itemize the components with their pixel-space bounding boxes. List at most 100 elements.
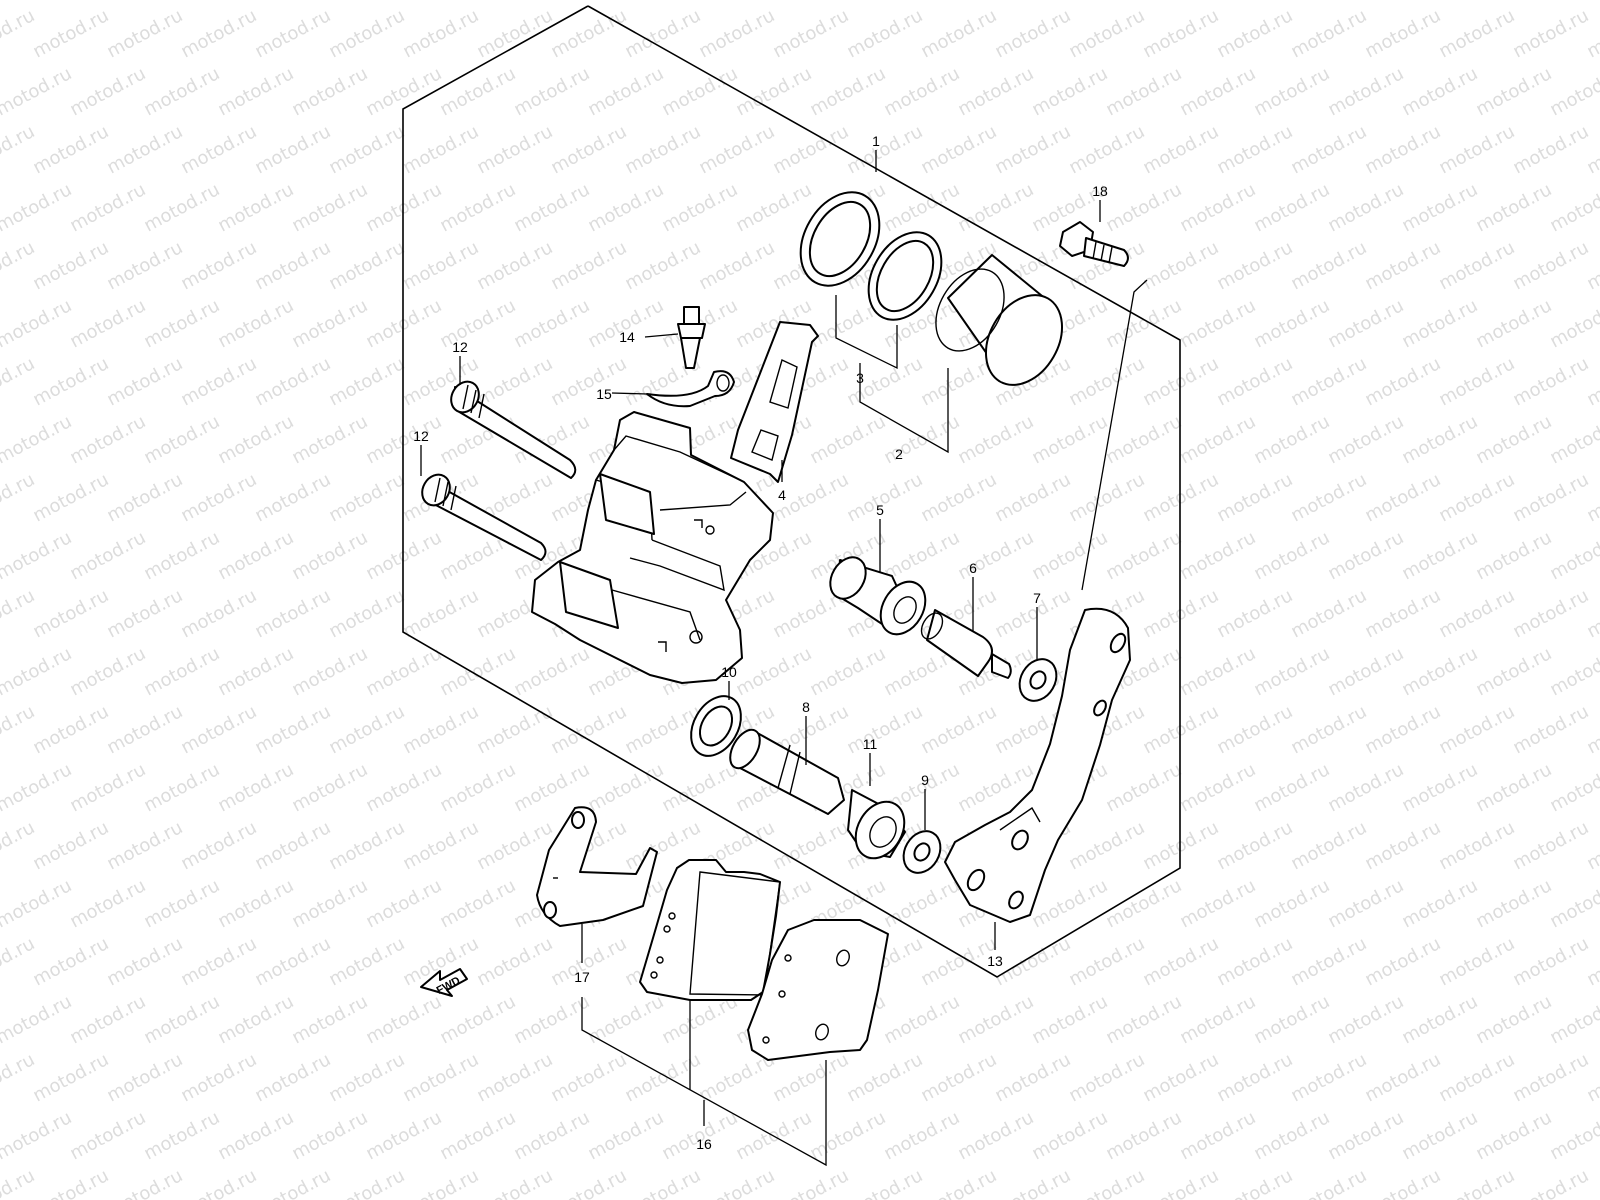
watermark-text: motod.ru (177, 353, 260, 410)
watermark-text: motod.ru (103, 353, 186, 410)
brake-pad-16-front (639, 859, 781, 1001)
watermark-text: motod.ru (1472, 179, 1555, 236)
watermark-text: motod.ru (1213, 121, 1296, 178)
watermark-text: motod.ru (1435, 817, 1518, 874)
watermark-text: motod.ru (1509, 353, 1592, 410)
watermark-text: motod.ru (917, 469, 1000, 526)
watermark-text: motod.ru (621, 1165, 704, 1200)
pad-shim-17 (536, 806, 658, 927)
watermark-text: motod.ru (1435, 933, 1518, 990)
watermark-text: motod.ru (0, 817, 38, 874)
watermark-text: motod.ru (1361, 585, 1444, 642)
watermark-text: motod.ru (1287, 121, 1370, 178)
washer-9 (902, 830, 942, 874)
watermark-text: motod.ru (510, 295, 593, 352)
watermark-text: motod.ru (177, 469, 260, 526)
watermark-text: motod.ru (1287, 1049, 1370, 1106)
watermark-text: motod.ru (325, 353, 408, 410)
boot-11 (847, 789, 906, 860)
watermark-text: motod.ru (1250, 991, 1333, 1048)
watermark-text: motod.ru (1250, 875, 1333, 932)
watermark-text: motod.ru (1546, 0, 1600, 4)
watermark-text: motod.ru (547, 1049, 630, 1106)
watermark-text: motod.ru (547, 237, 630, 294)
watermark-text: motod.ru (1176, 179, 1259, 236)
watermark-text: motod.ru (362, 1107, 445, 1164)
watermark-text: motod.ru (547, 701, 630, 758)
watermark-text: motod.ru (1324, 875, 1407, 932)
callout-1: 1 (872, 133, 880, 149)
watermark-text: motod.ru (732, 643, 815, 700)
watermark-text: motod.ru (29, 933, 112, 990)
watermark-text: motod.ru (769, 1165, 852, 1200)
watermark-text: motod.ru (140, 411, 223, 468)
watermark-text: motod.ru (1287, 5, 1370, 62)
watermark-text: motod.ru (1028, 991, 1111, 1048)
watermark-text: motod.ru (954, 411, 1037, 468)
watermark-text: motod.ru (66, 643, 149, 700)
watermark-text: motod.ru (1509, 237, 1592, 294)
watermark-text: motod.ru (584, 759, 667, 816)
watermark-text: motod.ru (584, 179, 667, 236)
watermark-text: motod.ru (806, 643, 889, 700)
watermark-text: motod.ru (325, 5, 408, 62)
watermark-text: motod.ru (325, 817, 408, 874)
watermark-text: motod.ru (29, 237, 112, 294)
watermark-text: motod.ru (325, 701, 408, 758)
watermark-text: motod.ru (584, 63, 667, 120)
watermark-text: motod.ru (621, 121, 704, 178)
watermark-text: motod.ru (0, 701, 38, 758)
watermark-text: motod.ru (214, 759, 297, 816)
watermark-text: motod.ru (473, 701, 556, 758)
watermark-text: motod.ru (917, 1049, 1000, 1106)
watermark-text: motod.ru (732, 179, 815, 236)
watermark-text: motod.ru (1435, 237, 1518, 294)
watermark-text: motod.ru (658, 63, 741, 120)
watermark-text: motod.ru (140, 295, 223, 352)
watermark-text: motod.ru (0, 5, 38, 62)
watermark-text: motod.ru (1139, 1165, 1222, 1200)
watermark-text: motod.ru (1250, 527, 1333, 584)
watermark-text: motod.ru (0, 411, 75, 468)
watermark-text: motod.ru (436, 63, 519, 120)
watermark-text: motod.ru (0, 1049, 38, 1106)
watermark-text: motod.ru (1472, 643, 1555, 700)
watermark-text: motod.ru (66, 527, 149, 584)
watermark-text: motod.ru (1213, 1049, 1296, 1106)
slide-pin-12-upper (450, 380, 577, 479)
watermark-text: motod.ru (362, 295, 445, 352)
watermark-text: motod.ru (288, 875, 371, 932)
watermark-text: motod.ru (362, 411, 445, 468)
watermark-text: motod.ru (1546, 875, 1600, 932)
watermark-text: motod.ru (732, 63, 815, 120)
watermark-text: motod.ru (140, 1107, 223, 1164)
watermark-text: motod.ru (1324, 179, 1407, 236)
watermark-text: motod.ru (1324, 643, 1407, 700)
watermark-text: motod.ru (510, 63, 593, 120)
watermark-text: motod.ru (880, 991, 963, 1048)
watermark-text: motod.ru (991, 1165, 1074, 1200)
watermark-text: motod.ru (1509, 701, 1592, 758)
watermark-text: motod.ru (1250, 411, 1333, 468)
watermark-text: motod.ru (1398, 875, 1481, 932)
watermark-text: motod.ru (843, 1165, 926, 1200)
watermark-text: motod.ru (177, 585, 260, 642)
watermark-text: motod.ru (1287, 701, 1370, 758)
watermark-text: motod.ru (510, 179, 593, 236)
watermark-text: motod.ru (1546, 759, 1600, 816)
watermark-text: motod.ru (880, 0, 963, 4)
watermark-text: motod.ru (695, 1165, 778, 1200)
part-14-leader (644, 333, 679, 338)
watermark-text: motod.ru (954, 991, 1037, 1048)
watermark-text: motod.ru (954, 1107, 1037, 1164)
watermark-text: motod.ru (991, 1049, 1074, 1106)
watermark-text: motod.ru (1324, 63, 1407, 120)
boot-10 (690, 695, 742, 757)
watermark-text: motod.ru (1509, 1049, 1592, 1106)
watermark-text: motod.ru (1213, 817, 1296, 874)
watermark-text: motod.ru (103, 121, 186, 178)
watermark-text: motod.ru (1102, 0, 1185, 4)
callout-8: 8 (802, 699, 810, 715)
watermark-text: motod.ru (880, 1107, 963, 1164)
watermark-text: motod.ru (66, 295, 149, 352)
